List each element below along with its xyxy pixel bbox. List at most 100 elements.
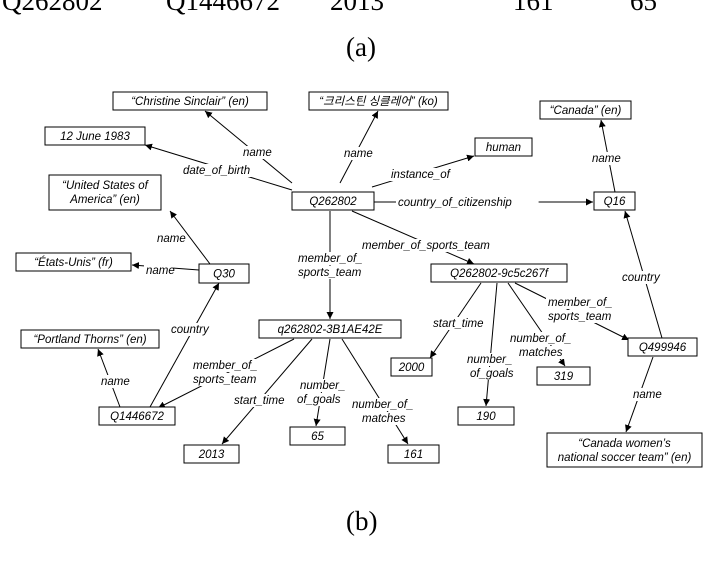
edge-label-bg [155, 232, 185, 245]
edge-label-bg [389, 168, 463, 181]
node-stmtb: Q262802-9c5c267f [430, 263, 568, 283]
node-date1983: 12 June 1983 [44, 126, 146, 146]
node-christine-en: “Christine Sinclair” (en) [112, 91, 268, 111]
edge-label: member_of_ [298, 253, 363, 265]
edge-label: sports_team [298, 267, 362, 279]
node-box [536, 366, 591, 386]
caption-b: (b) [346, 506, 378, 536]
node-box [390, 357, 433, 377]
edge-q499946-to-canada-women-en: name [625, 356, 662, 433]
edge-label-bg [169, 323, 218, 336]
node-box [593, 191, 636, 211]
node-v2000: 2000 [390, 357, 433, 377]
node-box [48, 174, 162, 211]
node-stmta: q262802-3B1AE42E [258, 319, 402, 339]
node-box [546, 432, 703, 468]
node-box [289, 426, 346, 446]
node-box [627, 337, 698, 357]
edge-line [483, 282, 498, 407]
edge-line [351, 210, 475, 265]
node-label: Q1446672 [110, 411, 164, 423]
edge-label-bg [465, 353, 514, 366]
edge-label-bg [191, 359, 258, 372]
edge-label: matches [362, 413, 406, 425]
edge-label-bg [396, 196, 539, 209]
edge-label: start_time [234, 395, 285, 407]
node-label: 65 [311, 431, 324, 443]
node-label: Q262802 [309, 196, 357, 208]
edge-label: country [171, 324, 210, 336]
edge-label: instance_of [391, 169, 452, 181]
node-label: 2013 [198, 449, 225, 461]
edge-label-bg [546, 310, 620, 323]
edge-stmta-to-v2013: start_time [221, 338, 313, 445]
node-box [258, 319, 402, 339]
node-portland-en: “Portland Thorns” (en) [20, 329, 160, 349]
edge-label: number_ [300, 380, 345, 392]
edge-label-bg [631, 388, 661, 401]
edge-q262802-to-christine-ko: name [339, 110, 379, 184]
edge-label: name [146, 265, 175, 277]
edge-q262802-to-human: instance_of [371, 154, 475, 188]
edge-q262802-to-date1983: date_of_birth [144, 143, 293, 191]
node-canada-en: “Canada” (en) [539, 100, 632, 120]
node-box [15, 252, 132, 272]
edge-label-bg [350, 398, 417, 411]
node-box [457, 406, 515, 426]
node-v65: 65 [289, 426, 346, 446]
edge-label: name [344, 148, 373, 160]
edge-q499946-to-q16: country [620, 210, 669, 339]
node-christine-ko: “크리스틴 싱클레어” (ko) [308, 91, 449, 111]
node-label: 190 [476, 411, 496, 423]
edge-q262802-to-q16: country_of_citizenship [374, 196, 593, 209]
node-label: Q16 [604, 196, 626, 208]
edge-label-bg [360, 239, 497, 252]
node-v2013: 2013 [183, 444, 240, 464]
edge-stmta-to-v65: number_ of_goals [295, 338, 350, 427]
edge-label: name [101, 376, 130, 388]
edge-line [341, 338, 409, 445]
edge-label-bg [295, 393, 350, 406]
node-box [308, 91, 449, 111]
edge-label: number_of_ [352, 399, 413, 411]
edge-label: sports_team [548, 311, 612, 323]
node-label: Q499946 [639, 342, 687, 354]
edge-label: member_of_sports_team [362, 240, 490, 252]
node-label: Q30 [213, 269, 235, 281]
edge-q262802-to-stmtb: member_of_sports_team [351, 210, 497, 265]
edge-label-bg [468, 367, 523, 380]
edge-label: sports_team [193, 374, 257, 386]
edge-label-bg [517, 346, 566, 359]
edge-q1446672-to-q30: country [149, 282, 220, 408]
edge-label: start_time [433, 318, 484, 330]
edge-label: name [157, 233, 186, 245]
node-box [539, 100, 632, 120]
edge-label: country [622, 272, 661, 284]
node-q262802: Q262802 [291, 191, 375, 211]
node-label: “Christine Sinclair” (en) [131, 96, 249, 108]
edge-q16-to-canada-en: name [590, 119, 621, 193]
edge-label: date_of_birth [183, 165, 250, 177]
edge-q1446672-to-portland-en: name [97, 348, 130, 408]
edge-stmta-to-q1446672: member_of_ sports_team [157, 338, 295, 409]
edge-label-bg [508, 332, 575, 345]
edge-label: of_goals [297, 394, 341, 406]
edge-line [169, 210, 211, 265]
top-table-row: Q262802 Q1446672 2013 161 65 [0, 0, 728, 26]
edge-label: of_goals [470, 368, 514, 380]
edge-label: matches [519, 347, 563, 359]
node-box [44, 126, 146, 146]
edge-q262802-to-christine-en: name [204, 110, 293, 184]
edge-line [149, 282, 220, 408]
top-cell-entity: Q262802 [2, 0, 103, 16]
edge-label: member_of_ [193, 360, 258, 372]
edge-label-bg [191, 373, 265, 386]
edge-label-bg [144, 264, 174, 277]
caption-a: (a) [346, 32, 376, 62]
edge-stmta-to-v161: number_of_matches [341, 338, 417, 445]
